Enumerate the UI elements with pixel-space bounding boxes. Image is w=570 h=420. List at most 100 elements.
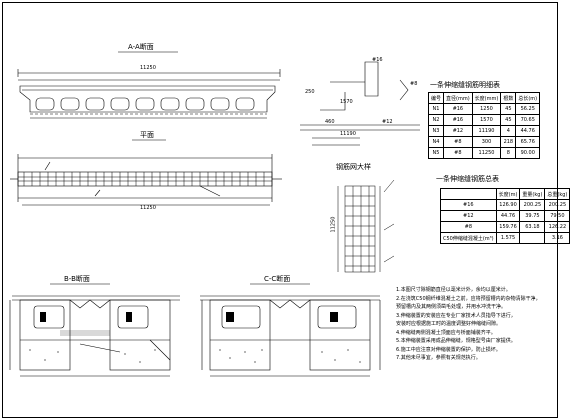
table-cell: C50伸缩缝混凝土(m³) xyxy=(440,232,497,244)
table-cell: 44.76 xyxy=(495,210,521,222)
dim-detail-a: 250 xyxy=(305,89,315,95)
aa-hollow-cells xyxy=(35,97,255,111)
table-header-row: 长度(m) 重量(kg) 总重(kg) xyxy=(440,188,570,200)
title-rebar-sample: 钢筋网大样 xyxy=(336,163,371,171)
table-cell: 200.25 xyxy=(544,199,570,211)
table-header: 重量(kg) xyxy=(519,188,546,200)
table-cell: 126.22 xyxy=(544,221,570,233)
dim-sample-h: 11250 xyxy=(330,216,337,233)
title-plan: 平面 xyxy=(140,131,154,139)
table-cell: #16 xyxy=(443,114,473,126)
table-header: 编号 xyxy=(427,92,445,104)
table-cell: 1250 xyxy=(471,103,502,115)
note-line: 4.伸缩缝两侧混凝土顶面应与桥面铺装齐平。 xyxy=(396,329,496,336)
note-line: 6.施工中应注意对伸缩装置的保护，防止损坏。 xyxy=(396,346,501,353)
bb-fill xyxy=(40,312,132,336)
drawing-notes: 1.本图尺寸除钢筋直径以毫米计外，余均以厘米计。 2.在浇筑C50钢纤维混凝土之… xyxy=(396,286,541,363)
dim-detail-f: #8 xyxy=(410,81,418,87)
table-row: N3 #12 11190 4 44.76 xyxy=(427,125,541,137)
rebar-detail-table: 编号 直径(mm) 长度(mm) 根数 总长(m) N1 #16 1250 45… xyxy=(427,92,541,159)
table-cell: 4 xyxy=(500,125,517,137)
note-line: 7.其他未尽事宜，参照有关规范执行。 xyxy=(396,355,481,361)
dim-detail-c: 11190 xyxy=(340,131,356,137)
note-line: 预留槽内及其两侧须凿毛处理，并用水冲洗干净。 xyxy=(396,304,507,310)
title-section-cc: C-C断面 xyxy=(264,275,291,283)
table-cell: #8 xyxy=(443,136,473,148)
note-line: 2.在浇筑C50钢纤维混凝土之前，应将预留槽内的杂物清除干净， xyxy=(396,295,541,302)
plan-ticks xyxy=(23,172,265,186)
table-header: 总重(kg) xyxy=(544,188,570,200)
table-row: N5 #8 11250 8 90.00 xyxy=(427,147,541,159)
title-section-aa: A-A断面 xyxy=(128,43,154,51)
concrete-stipple xyxy=(29,349,361,363)
table-cell: 44.76 xyxy=(515,125,541,137)
table-header: 长度(m) xyxy=(495,188,521,200)
table-cell: 300 xyxy=(471,136,502,148)
cc-fill xyxy=(226,312,338,322)
table-header: 总长(m) xyxy=(515,92,541,104)
table-row: N4 #8 300 218 65.76 xyxy=(427,136,541,148)
aa-deck-outline xyxy=(19,85,276,113)
table-cell: #12 xyxy=(440,210,497,222)
table-cell: #16 xyxy=(443,103,473,115)
table-cell: N4 xyxy=(427,136,445,148)
table-cell: 200.25 xyxy=(519,199,546,211)
dim-plan-overall: 11250 xyxy=(140,205,156,211)
dim-detail-e: #12 xyxy=(382,119,393,125)
table-header-row: 编号 直径(mm) 长度(mm) 根数 总长(m) xyxy=(427,92,541,104)
table-cell: 8 xyxy=(500,147,517,159)
table-cell: 39.75 xyxy=(519,210,546,222)
rebar-summary-table: 长度(m) 重量(kg) 总重(kg) #16 126.90 200.25 20… xyxy=(440,188,570,244)
title-table2: 一条伸缩缝钢筋总表 xyxy=(436,175,499,183)
table-cell: 3.16 xyxy=(544,232,570,244)
table-cell xyxy=(519,232,546,244)
table-cell: 45 xyxy=(500,114,517,126)
dim-detail-g: #16 xyxy=(372,57,383,63)
note-line: 安装时应根据施工时的温度调整好伸缩缝间隙。 xyxy=(396,321,502,327)
table-cell: N3 xyxy=(427,125,445,137)
table-cell: 159.76 xyxy=(495,221,521,233)
table-cell: 1.575 xyxy=(495,232,521,244)
table-cell: 70.65 xyxy=(515,114,541,126)
note-line: 3.伸缩装置的安装应在专业厂家技术人员指导下进行， xyxy=(396,312,516,319)
title-table1: 一条伸缩缝钢筋明细表 xyxy=(430,81,500,89)
table-cell: N5 xyxy=(427,147,445,159)
table-header: 根数 xyxy=(500,92,517,104)
table-row: #16 126.90 200.25 200.25 xyxy=(440,199,570,211)
table-header: 直径(mm) xyxy=(443,92,473,104)
table-cell: 90.00 xyxy=(515,147,541,159)
table-cell: #12 xyxy=(443,125,473,137)
table-cell: N1 xyxy=(427,103,445,115)
title-section-bb: B-B断面 xyxy=(64,275,90,283)
table-cell: 65.76 xyxy=(515,136,541,148)
dim-aa-overall: 11250 xyxy=(140,65,156,71)
table-cell: 218 xyxy=(500,136,517,148)
table-cell: #16 xyxy=(440,199,497,211)
table-row: C50伸缩缝混凝土(m³) 1.575 3.16 xyxy=(440,232,570,244)
rebar-cage xyxy=(337,179,395,273)
table-row: #8 159.76 63.18 126.22 xyxy=(440,221,570,233)
table-cell: #8 xyxy=(443,147,473,159)
table-cell: 79.50 xyxy=(544,210,570,222)
table-cell: N2 xyxy=(427,114,445,126)
table-cell: 63.18 xyxy=(519,221,546,233)
table-cell: #8 xyxy=(440,221,497,233)
table-cell: 1570 xyxy=(471,114,502,126)
table-cell: 126.90 xyxy=(495,199,521,211)
dim-detail-d: 460 xyxy=(325,119,335,125)
table-cell: 11250 xyxy=(471,147,502,159)
table-row: N1 #16 1250 45 56.25 xyxy=(427,103,541,115)
table-row: #12 44.76 39.75 79.50 xyxy=(440,210,570,222)
table-cell: 45 xyxy=(500,103,517,115)
table-cell: 56.25 xyxy=(515,103,541,115)
table-header: 长度(mm) xyxy=(471,92,502,104)
note-line: 1.本图尺寸除钢筋直径以毫米计外，余均以厘米计。 xyxy=(396,287,511,293)
table-header xyxy=(440,188,497,200)
table-row: N2 #16 1570 45 70.65 xyxy=(427,114,541,126)
dim-detail-b: 1570 xyxy=(340,99,353,105)
rebar-detail xyxy=(300,61,420,146)
bb-section xyxy=(9,283,180,377)
cc-section xyxy=(200,283,381,377)
